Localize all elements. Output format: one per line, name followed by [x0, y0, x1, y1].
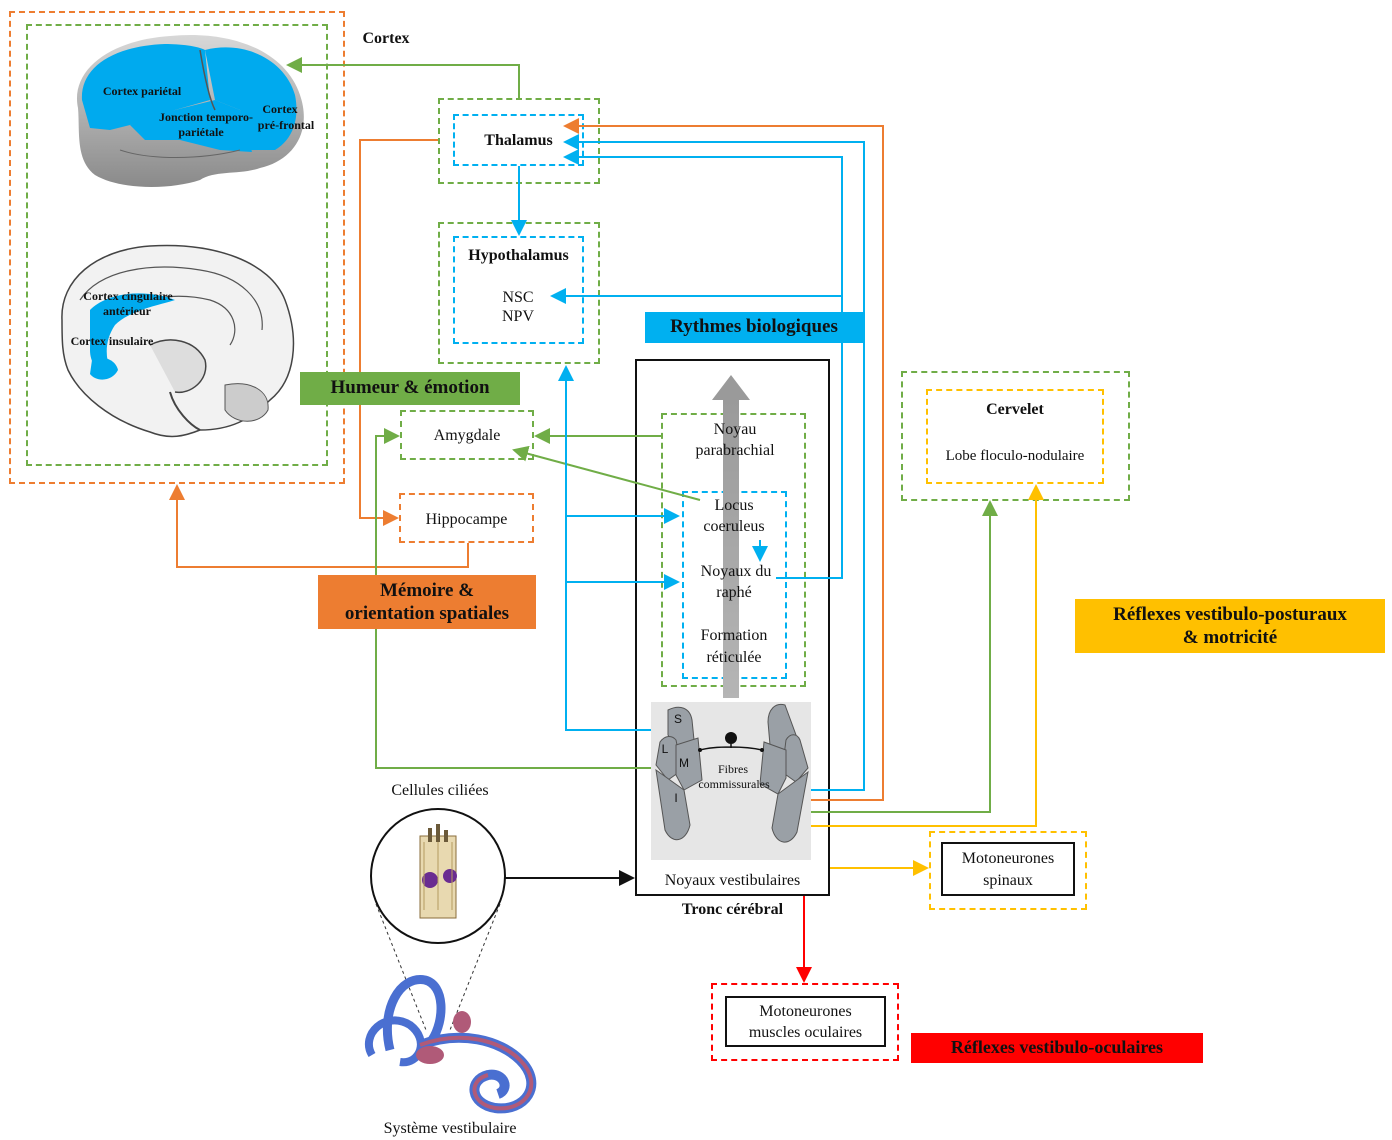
- inner-ear-illustration: [364, 975, 537, 1114]
- thalamus-to-cortex-arrow: [286, 57, 520, 98]
- cortex-title: Cortex: [362, 30, 410, 47]
- spinal-motoneurons-line1: Motoneurones: [961, 850, 1055, 867]
- ocular-motoneurons-line1: Motoneurones: [759, 1003, 852, 1020]
- raphe-to-thalamus-arrow: [563, 149, 843, 296]
- vestibular-to-lobe-yellow-arrow: [811, 484, 1044, 827]
- tronc-cerebral-label: Tronc cérébral: [681, 901, 784, 918]
- spinal-motoneurons-line2: spinaux: [983, 872, 1033, 889]
- ocular-motoneurons-line2: muscles oculaires: [748, 1024, 863, 1041]
- jonction-label-line1: Jonction temporo-: [158, 110, 254, 124]
- vestibular-to-thalamus-orange-arrow: [563, 118, 884, 801]
- fibres-label-line2: commissurales: [698, 777, 770, 791]
- prefrontal-label-line1: Cortex: [262, 102, 298, 116]
- memoire-banner-line2: orientation spatiales: [344, 602, 510, 624]
- nsc-label: NSC: [502, 289, 534, 306]
- ascending-arrow: [712, 375, 750, 698]
- humeur-banner: Humeur & émotion: [300, 372, 520, 405]
- cingulaire-label-line1: Cortex cingulaire: [83, 289, 173, 303]
- locus-to-amygdale-arrow: [512, 445, 701, 501]
- jonction-label-line2: pariétale: [178, 125, 224, 139]
- hypothalamus-title: Hypothalamus: [468, 247, 569, 264]
- nucleus-letter-s: S: [673, 712, 682, 726]
- prefrontal-label-line2: pré-frontal: [257, 118, 315, 132]
- hypothalamus-inner-frame: [453, 236, 584, 344]
- vestibular-to-cervelet-green-arrow: [811, 500, 998, 813]
- formation-label-line2: réticulée: [706, 649, 762, 666]
- hippocampe-label: Hippocampe: [425, 511, 508, 528]
- lobe-floculo-label: Lobe floculo-nodulaire: [945, 448, 1085, 464]
- cervelet-title: Cervelet: [986, 401, 1044, 418]
- nucleus-letter-l: L: [661, 742, 669, 756]
- cervelet-inner-frame: [926, 389, 1104, 484]
- posturaux-banner: Réflexes vestibulo-posturaux & motricité: [1075, 599, 1385, 653]
- hippocampe-frame: [399, 493, 534, 543]
- memoire-banner: Mémoire & orientation spatiales: [318, 575, 536, 629]
- rythmes-banner: Rythmes biologiques: [645, 312, 863, 343]
- systeme-vestibulaire-label: Système vestibulaire: [383, 1120, 517, 1137]
- cingulaire-label-line2: antérieur: [103, 304, 151, 318]
- raphe-to-nsc-arrow: [550, 288, 843, 579]
- raphe-label-line1: Noyaux du: [700, 563, 772, 580]
- motoneurones-oculaires-box: [725, 996, 886, 1047]
- nucleus-letter-m: M: [679, 756, 689, 770]
- locus-label-line2: coeruleus: [703, 518, 765, 535]
- formation-label-line1: Formation: [700, 627, 768, 644]
- parabrachial-label-line2: parabrachial: [695, 442, 775, 459]
- oculaires-banner: Réflexes vestibulo-oculaires: [911, 1033, 1203, 1063]
- motoneurones-oculaires-outer-frame: [711, 983, 899, 1061]
- cortex-inner-frame: [26, 24, 328, 466]
- vestibular-nuclei-illustration: [651, 702, 811, 860]
- cervelet-outer-frame: [901, 371, 1130, 501]
- posturaux-banner-line1: Réflexes vestibulo-posturaux: [1113, 604, 1347, 625]
- brainstem-frame: [635, 359, 830, 896]
- fibres-label-line1: Fibres: [718, 762, 748, 776]
- amygdale-frame: [400, 410, 534, 460]
- thalamus-label: Thalamus: [484, 132, 553, 149]
- cortex-parietal-label: Cortex pariétal: [102, 84, 182, 98]
- memoire-banner-line1: Mémoire &: [379, 580, 475, 601]
- thalamus-inner-frame: [453, 114, 584, 166]
- vestibular-to-thalamus-blue-arrow: [563, 134, 865, 791]
- nucleus-letter-i: I: [674, 791, 678, 805]
- amygdale-label: Amygdale: [433, 427, 501, 444]
- medial-brain-illustration: [61, 244, 295, 438]
- posturaux-banner-line2: & motricité: [1182, 626, 1278, 648]
- cortex-outer-frame: [9, 11, 345, 484]
- lateral-brain-illustration: [76, 34, 304, 187]
- noyaux-vestibulaires-label: Noyaux vestibulaires: [664, 872, 801, 889]
- raphe-label-line2: raphé: [716, 584, 752, 601]
- locus-label-line1: Locus: [714, 497, 754, 514]
- cellules-ciliees-label: Cellules ciliées: [391, 782, 489, 799]
- motoneurones-spinaux-box: [941, 842, 1075, 896]
- hair-cells-illustration: [370, 808, 506, 1031]
- npv-label: NPV: [501, 308, 534, 325]
- motoneurones-spinaux-outer-frame: [929, 831, 1087, 910]
- parabrachial-label-line1: Noyau: [713, 421, 757, 438]
- insulaire-label: Cortex insulaire: [70, 334, 154, 348]
- vestibular-to-hypothalamus-arrow: [558, 365, 651, 731]
- thalamus-to-hippocampe-arrow: [359, 139, 438, 526]
- hippocampe-to-cortex-arrow: [169, 484, 469, 568]
